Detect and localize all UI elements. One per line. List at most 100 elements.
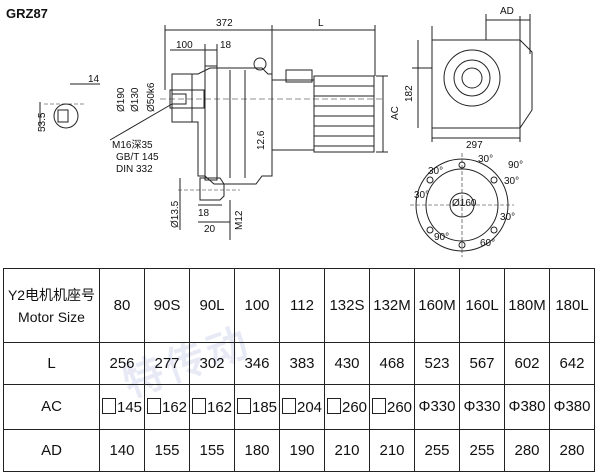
table-cell: 602 <box>504 341 550 386</box>
dim-297: 297 <box>466 140 483 151</box>
table-cell: 180 <box>234 428 280 473</box>
gearbox-outline <box>171 67 273 185</box>
dim-130: Ø130 <box>130 87 141 112</box>
dim-190: Ø190 <box>116 87 127 112</box>
angle-30-left-upper: 30° <box>428 166 444 177</box>
dim-M12: M12 <box>234 210 245 230</box>
motor-adapter <box>271 79 315 151</box>
table-cell: 567 <box>459 341 505 386</box>
table-cell: Φ330 <box>414 384 460 430</box>
table-cell: 256 <box>99 341 145 386</box>
dim-18: 18 <box>220 40 232 51</box>
row-label: AC <box>3 384 100 430</box>
square-symbol-icon <box>101 397 116 414</box>
square-symbol-icon <box>236 397 251 414</box>
table-cell: 302 <box>189 341 235 386</box>
table-cell: 162 <box>189 384 235 430</box>
size-cell: 80 <box>99 268 145 343</box>
table-cell: 280 <box>549 428 595 473</box>
model-title: GRZ87 <box>6 6 48 21</box>
square-symbol-icon <box>146 397 161 414</box>
table-cell: 280 <box>504 428 550 473</box>
header-label-cn: Y2电机机座号 <box>7 286 96 303</box>
dim-50: Ø50k6 <box>146 82 157 112</box>
table-cell: 523 <box>414 341 460 386</box>
motor-body <box>313 75 375 153</box>
dim-L: L <box>318 18 324 29</box>
table-cell: Φ330 <box>459 384 505 430</box>
table-cell: 383 <box>279 341 325 386</box>
dim-182: 182 <box>404 85 415 102</box>
table-header-row: Y2电机机座号 Motor Size 80 90S 90L 100 112 13… <box>3 268 595 343</box>
angle-90-right: 90° <box>508 160 524 171</box>
table-cell: 210 <box>369 428 415 473</box>
dim-14: 14 <box>88 74 100 85</box>
table-row-AD: AD 140 155 155 180 190 210 210 255 255 2… <box>3 428 595 473</box>
dim-AC: AC <box>390 106 401 120</box>
angle-60: 60° <box>480 238 496 249</box>
size-cell: 180L <box>549 268 595 343</box>
table-cell: 210 <box>324 428 370 473</box>
cell-value: Φ330 <box>463 398 501 416</box>
cell-value: 204 <box>296 398 323 416</box>
table-cell: 204 <box>279 384 325 430</box>
table-cell: 185 <box>234 384 280 430</box>
cell-value: 145 <box>116 398 143 416</box>
header-label-cell: Y2电机机座号 Motor Size <box>3 268 100 343</box>
table-cell: 162 <box>144 384 190 430</box>
standard-gb: GB/T 145 <box>116 152 159 163</box>
dim-100: 100 <box>176 40 193 51</box>
end-view-body <box>431 39 521 129</box>
size-cell: 90L <box>189 268 235 343</box>
table-cell: 468 <box>369 341 415 386</box>
table-cell: 277 <box>144 341 190 386</box>
table-cell: 255 <box>459 428 505 473</box>
table-cell: 346 <box>234 341 280 386</box>
cell-value: 185 <box>251 398 278 416</box>
dim-18-detail: 18 <box>198 208 210 219</box>
dim-13-5: Ø13.5 <box>170 200 181 228</box>
cell-value: 162 <box>206 398 233 416</box>
size-cell: 180M <box>504 268 550 343</box>
size-cell: 160M <box>414 268 460 343</box>
standard-din: DIN 332 <box>116 164 153 175</box>
end-view-flange <box>443 49 501 107</box>
cell-value: Φ380 <box>508 398 546 416</box>
cell-value: 260 <box>386 398 413 416</box>
table-cell: 642 <box>549 341 595 386</box>
table-cell: 145 <box>99 384 145 430</box>
square-symbol-icon <box>326 397 341 414</box>
row-label: AD <box>3 428 100 473</box>
dim-372: 372 <box>216 18 233 29</box>
dim-AD: AD <box>500 6 514 17</box>
terminal-box <box>285 69 313 83</box>
size-cell: 100 <box>234 268 280 343</box>
square-symbol-icon <box>281 397 296 414</box>
size-cell: 160L <box>459 268 505 343</box>
cell-value: 162 <box>161 398 188 416</box>
size-cell: 90S <box>144 268 190 343</box>
dim-12-6: 12.6 <box>256 130 267 150</box>
table-cell: 255 <box>414 428 460 473</box>
angle-90-left: 90° <box>434 232 450 243</box>
square-symbol-icon <box>371 397 386 414</box>
table-cell: Φ380 <box>549 384 595 430</box>
angle-30-left: 30° <box>414 190 430 201</box>
dim-53-5: 53.5 <box>37 112 48 132</box>
header-label-en: Motor Size <box>18 308 85 325</box>
table-cell: 140 <box>99 428 145 473</box>
detail-section <box>199 177 225 201</box>
table-cell: 190 <box>279 428 325 473</box>
dim-20: 20 <box>204 224 216 235</box>
table-cell: 155 <box>144 428 190 473</box>
size-cell: 132S <box>324 268 370 343</box>
angle-30-right: 30° <box>504 176 520 187</box>
cell-value: 260 <box>341 398 368 416</box>
square-symbol-icon <box>191 397 206 414</box>
row-label: L <box>3 341 100 386</box>
size-cell: 132M <box>369 268 415 343</box>
spec-table: Y2电机机座号 Motor Size 80 90S 90L 100 112 13… <box>3 268 595 473</box>
cell-value: Φ380 <box>553 398 591 416</box>
